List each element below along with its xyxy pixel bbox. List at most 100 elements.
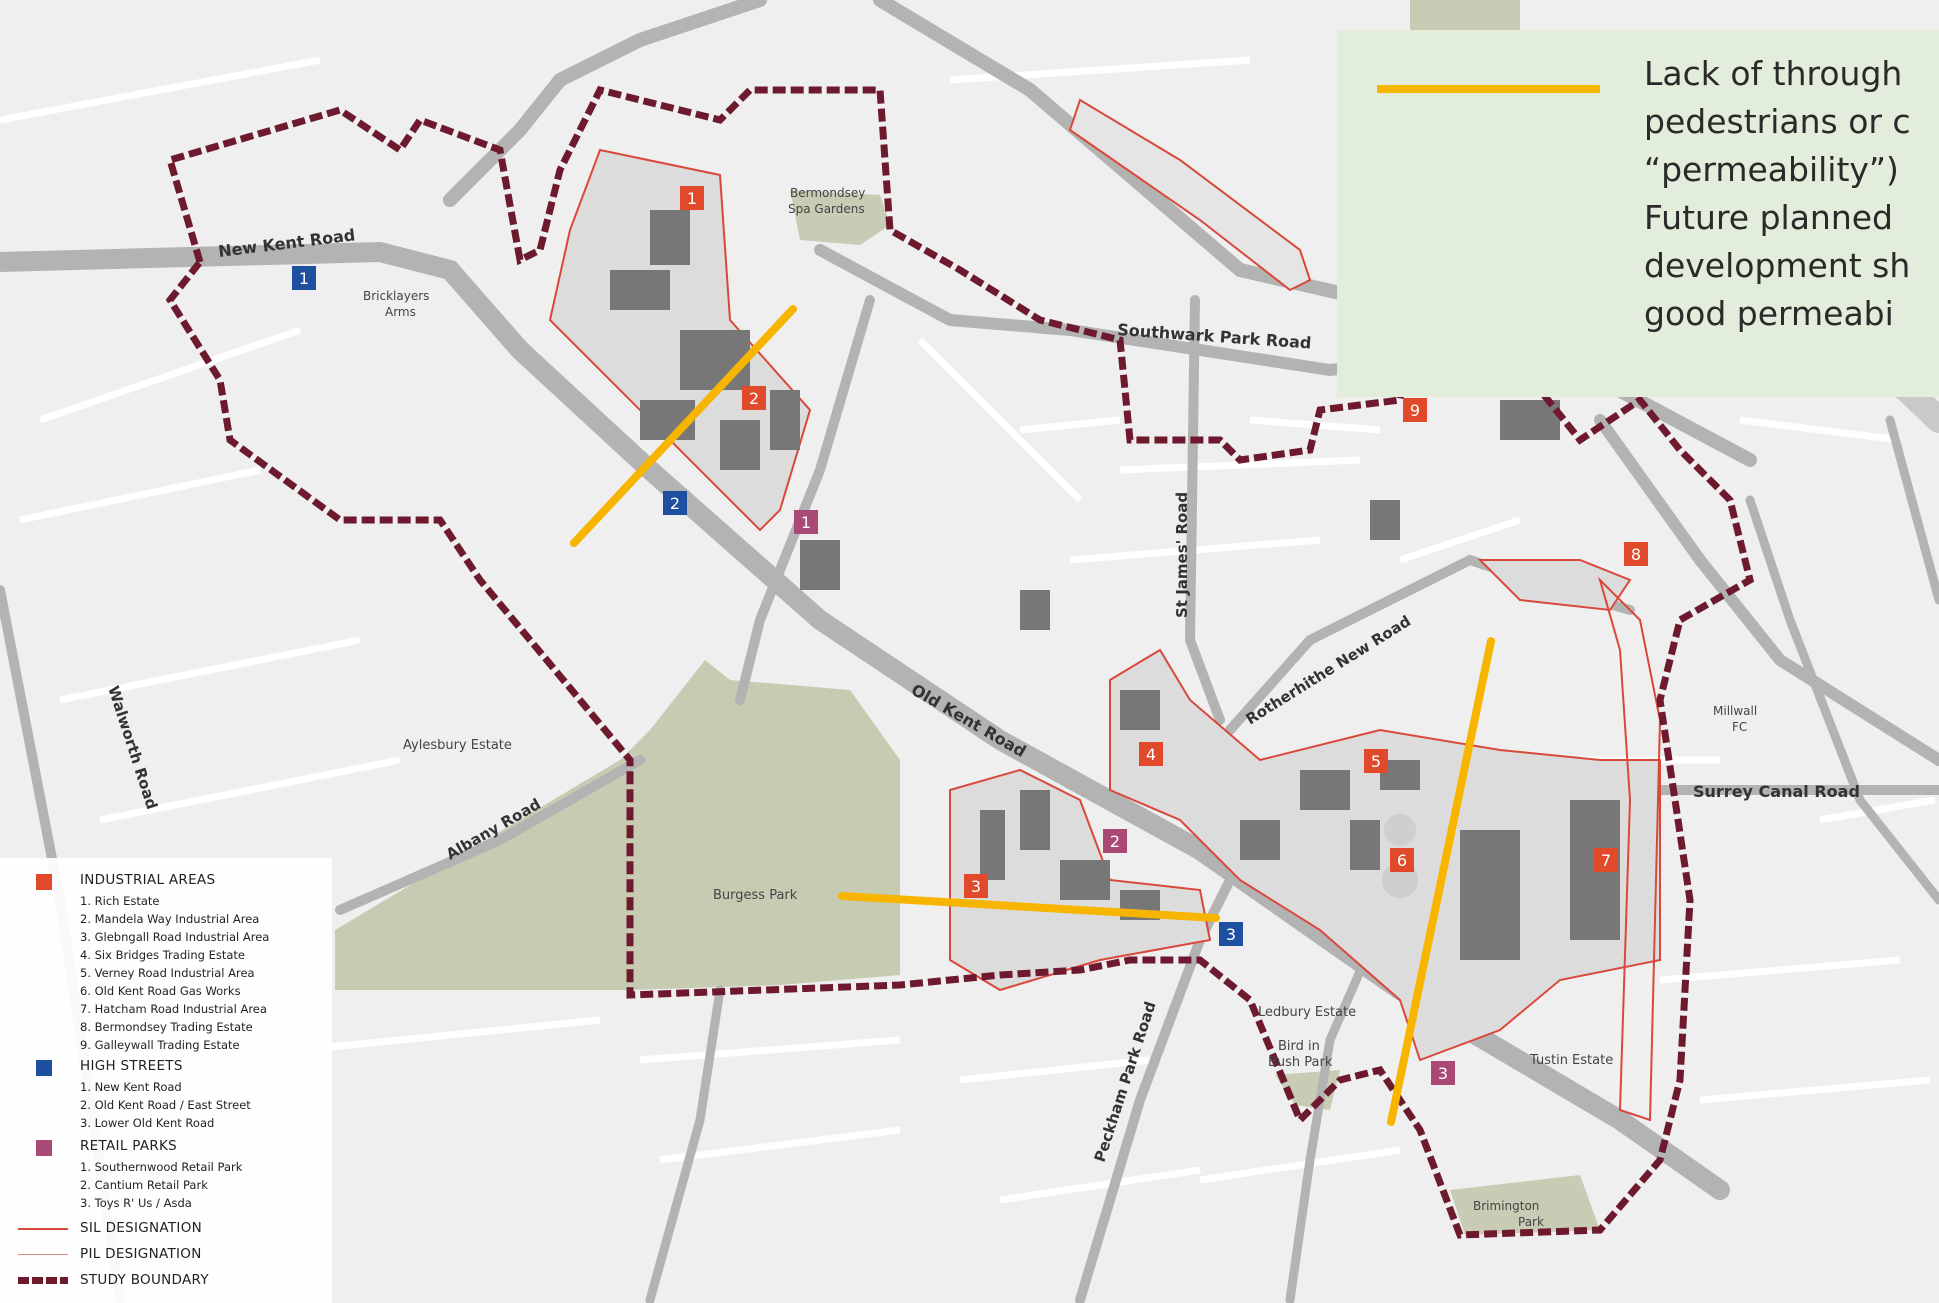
note-line-6: good permeabi [1644,294,1894,333]
legend-high-item: 3. Lower Old Kent Road [80,1116,215,1130]
markers: 1 2 3 4 5 6 7 8 9 1 2 3 1 2 3 [292,186,1648,1085]
marker-retail-3[interactable]: 3 [1431,1061,1455,1085]
label-aylesbury-estate: Aylesbury Estate [403,738,512,753]
label-bricklayers-1: Bricklayers [363,289,429,303]
label-millwall-2: FC [1732,720,1747,734]
marker-industrial-5[interactable]: 5 [1364,749,1388,773]
pil-line-swatch [18,1254,68,1255]
legend-retail-item: 2. Cantium Retail Park [80,1178,208,1192]
legend-industrial-item: 9. Galleywall Trading Estate [80,1038,240,1052]
retail-swatch [36,1140,52,1156]
label-ledbury-estate: Ledbury Estate [1258,1005,1356,1020]
label-brimington-1: Brimington [1473,1199,1539,1213]
svg-text:3: 3 [1438,1064,1448,1083]
legend-industrial-item: 7. Hatcham Road Industrial Area [80,1002,267,1016]
sil-line-swatch [18,1228,68,1230]
map-legend: INDUSTRIAL AREAS 1. Rich Estate 2. Mande… [0,858,332,1303]
label-burgess-park: Burgess Park [713,888,798,903]
permeability-line-2 [838,892,1220,922]
legend-high-item: 1. New Kent Road [80,1080,182,1094]
svg-text:1: 1 [687,189,697,208]
label-bricklayers-2: Arms [385,305,416,319]
marker-industrial-9[interactable]: 9 [1403,398,1427,422]
note-line-swatch [1377,85,1600,93]
svg-text:9: 9 [1410,401,1420,420]
industrial-sites [548,98,1662,1122]
minor-streets [0,56,1936,1204]
legend-retail-item: 3. Toys R' Us / Asda [80,1196,192,1210]
legend-industrial-item: 1. Rich Estate [80,894,160,908]
label-tustin-estate: Tustin Estate [1529,1053,1613,1068]
legend-industrial-item: 5. Verney Road Industrial Area [80,966,255,980]
svg-text:8: 8 [1631,545,1641,564]
site-bermondsey-trading [1477,559,1632,612]
label-bird-bush-1: Bird in [1278,1039,1320,1054]
marker-high-street-2[interactable]: 2 [663,491,687,515]
brimington-park [1450,1175,1600,1235]
svg-text:4: 4 [1146,745,1156,764]
legend-industrial-title: INDUSTRIAL AREAS [80,872,216,888]
legend-retail-item: 1. Southernwood Retail Park [80,1160,243,1174]
svg-text:2: 2 [749,389,759,408]
permeability-line-3 [1387,637,1495,1126]
buildings [610,210,1620,960]
label-st-james-road: St James' Road [1173,492,1191,618]
svg-text:7: 7 [1601,851,1611,870]
place-labels: Bricklayers Arms Bermondsey Spa Gardens … [363,186,1757,1229]
legend-retail-title: RETAIL PARKS [80,1138,178,1154]
industrial-swatch [36,874,52,890]
marker-industrial-3[interactable]: 3 [964,874,988,898]
marker-industrial-1[interactable]: 1 [680,186,704,210]
legend-industrial-item: 6. Old Kent Road Gas Works [80,984,241,998]
svg-text:6: 6 [1397,851,1407,870]
svg-text:3: 3 [1226,925,1236,944]
top-green [1410,0,1520,30]
boundary-line-swatch [18,1277,68,1284]
svg-text:3: 3 [971,877,981,896]
bermondsey-spa-gardens [790,190,890,245]
label-brimington-2: Park [1518,1215,1544,1229]
marker-high-street-1[interactable]: 1 [292,266,316,290]
site-north-east [1068,98,1312,292]
legend-industrial-item: 8. Bermondsey Trading Estate [80,1020,253,1034]
note-line-5: development sh [1644,246,1911,285]
label-bermondsey-spa-2: Spa Gardens [788,202,865,216]
site-six-bridges-verney-gas [1109,648,1661,1062]
legend-pil-label: PIL DESIGNATION [80,1246,202,1262]
marker-industrial-7[interactable]: 7 [1594,848,1618,872]
permeability-note: Lack of through pedestrians or c “permea… [1337,30,1939,397]
site-railway-east [1597,576,1662,1122]
marker-industrial-2[interactable]: 2 [742,386,766,410]
permeability-lines [570,305,1495,1126]
marker-industrial-6[interactable]: 6 [1390,848,1414,872]
label-surrey-canal-road: Surrey Canal Road [1693,782,1860,801]
legend-industrial-item: 4. Six Bridges Trading Estate [80,948,245,962]
label-millwall-1: Millwall [1713,704,1757,718]
permeability-line-1 [570,305,797,547]
parks [335,0,1600,1235]
svg-text:1: 1 [801,513,811,532]
label-bird-bush-2: Bush Park [1268,1055,1333,1070]
legend-industrial-item: 2. Mandela Way Industrial Area [80,912,260,926]
svg-text:2: 2 [670,494,680,513]
marker-high-street-3[interactable]: 3 [1219,922,1243,946]
study-boundary [165,85,1755,1239]
legend-boundary-label: STUDY BOUNDARY [80,1272,209,1288]
burgess-park [335,660,900,990]
legend-high-title: HIGH STREETS [80,1058,183,1074]
note-line-4: Future planned [1644,198,1893,237]
legend-sil-label: SIL DESIGNATION [80,1220,203,1236]
svg-text:5: 5 [1371,752,1381,771]
high-street-swatch [36,1060,52,1076]
note-line-1: Lack of through [1644,54,1903,93]
note-line-3: “permeability”) [1644,150,1899,189]
marker-industrial-4[interactable]: 4 [1139,742,1163,766]
marker-industrial-8[interactable]: 8 [1624,542,1648,566]
label-bermondsey-spa-1: Bermondsey [790,186,865,200]
svg-text:1: 1 [299,269,309,288]
marker-retail-2[interactable]: 2 [1103,829,1127,853]
svg-text:2: 2 [1110,832,1120,851]
legend-industrial-item: 3. Glebngall Road Industrial Area [80,930,270,944]
marker-retail-1[interactable]: 1 [794,510,818,534]
